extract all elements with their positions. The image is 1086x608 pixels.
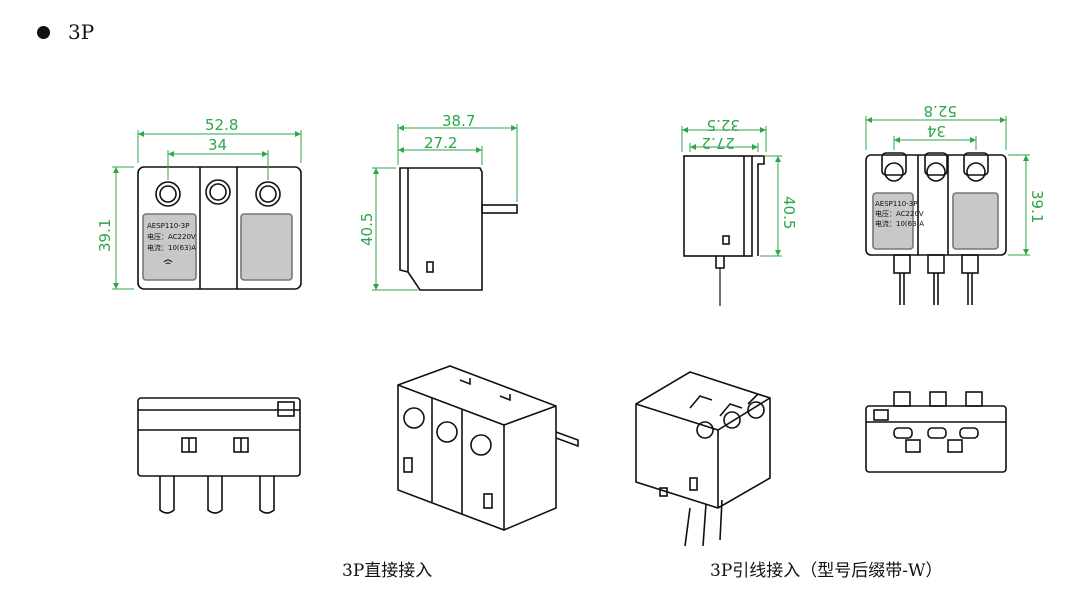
front-label: AESP110-3P 电压：AC220V 电流：10(63)A: [147, 222, 196, 252]
section-title: 3P: [68, 20, 95, 44]
lead-label-model: AESP110-3P: [875, 200, 917, 208]
label-model: AESP110-3P: [147, 222, 189, 230]
dim-leadfront-height: 39.1: [1028, 190, 1046, 223]
front-view: [137, 166, 302, 290]
label-voltage: 电压：AC220V: [147, 232, 196, 241]
dim-leadfront-pitch: 34: [927, 122, 946, 140]
lead-front-label: AESP110-3P 电压：AC220V 电流：10(63)A: [875, 200, 924, 228]
dim-side-body: 27.2: [424, 134, 457, 152]
side-view: [399, 167, 518, 291]
iso-lead-view: [635, 371, 771, 547]
caption-direct: 3P直接接入: [342, 561, 433, 581]
lead-label-current: 电流：10(63)A: [875, 219, 924, 228]
dim-lead-height: 40.5: [780, 196, 798, 229]
dim-lead-depth: 32.5: [707, 116, 740, 134]
dim-side-height: 40.5: [358, 213, 376, 246]
lead-bottom-view: [865, 391, 1007, 473]
dim-side-depth: 38.7: [442, 112, 475, 130]
lead-front-view: [865, 152, 1007, 305]
label-current: 电流：10(63)A: [147, 243, 196, 252]
dim-front-width: 52.8: [205, 116, 238, 134]
dim-leadfront-width: 52.8: [924, 102, 957, 120]
dim-front-height: 39.1: [96, 219, 114, 252]
bottom-view: [137, 397, 301, 514]
iso-direct-view: [397, 365, 579, 531]
lead-side-view: [683, 155, 765, 306]
lead-label-voltage: 电压：AC220V: [875, 209, 924, 218]
dim-lead-body: 27.2: [702, 134, 735, 152]
bullet-icon: [37, 26, 50, 39]
dim-front-pitch: 34: [208, 136, 227, 154]
caption-lead: 3P引线接入（型号后缀带-W）: [710, 561, 943, 581]
